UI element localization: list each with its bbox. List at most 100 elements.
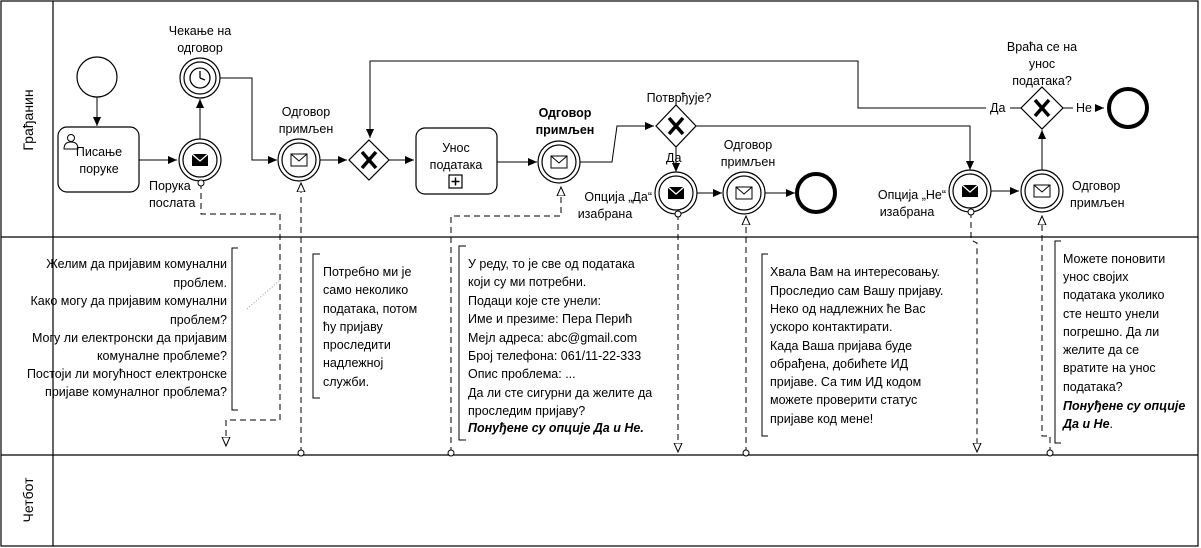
event-label: Опција „Да“ [584,190,652,204]
task-label: поруке [79,162,118,176]
exclusive-gateway-confirm [655,104,697,148]
annotation-line: Проследио сам Вашу пријаву. [770,284,943,298]
event-label: примљен [1070,196,1125,210]
annotation-line: можете проверити статус [770,393,917,407]
lane-label-citizen: Грађанин [20,89,36,150]
annotation-line: пријаве. Са тим ИД кодом [770,375,921,389]
message-send-event-yes [654,171,698,215]
annotation-line: вратите на унос [1063,361,1156,375]
annotation-line: желите да се [1063,343,1139,357]
end-event-1 [795,172,837,214]
envelope-icon [1033,184,1051,198]
task-label: Унос [442,141,469,155]
annotation-line: обрађена, добићете ИД [770,357,909,371]
annotation-line: Хвала Вам на интересовању. [770,265,940,279]
annotation-line: података, потом [323,302,417,316]
event-label: Чекање на [169,24,231,38]
annotation-5: Можете поновити унос својих података уко… [1054,240,1185,444]
message-send-event-1 [178,138,222,182]
annotation-line: података? [1063,380,1123,394]
end-event-2 [1107,87,1149,129]
annotation-line: Подаци које сте унели: [468,294,601,308]
annotation-line: У реду, то је све од података [468,257,635,271]
annotation-line: само неколико [323,283,408,297]
annotation-line: надлежној [323,356,383,370]
gateway-label: Потврђује? [647,91,712,105]
message-flows [201,183,1050,453]
event-label: Одговор [1072,179,1120,193]
event-label: одговор [177,41,223,55]
exclusive-gateway-merge [348,139,390,181]
annotation-line: комуналне проблеме? [97,349,227,363]
annotation-line: Неко од надлежних ће Вас [770,302,926,316]
envelope-filled-icon [667,186,685,200]
annotation-line: Име и презиме: Пера Перић [468,312,632,326]
annotation-line: сте нешто унели [1063,307,1159,321]
annotation-line: служби. [323,375,369,389]
annotation-line: проблем. [173,276,227,290]
message-catch-event-4 [1020,169,1064,213]
annotation-3: У реду, то је све од података који су ми… [458,245,652,441]
annotation-1: Желим да пријавим комунални проблем. Как… [27,247,238,411]
event-label: Опција „Не“ [878,188,946,202]
annotation-2: Потребно ми је само неколико података, п… [312,253,417,399]
gateway-label: Враћа се на [1007,40,1077,54]
task-write-message: Писање поруке [57,126,140,193]
expand-plus-icon [448,174,463,189]
annotation-line: Број телефона: 061/11-22-333 [468,349,641,363]
annotation-4: Хвала Вам на интересовању. Проследио сам… [761,253,943,437]
envelope-filled-icon [191,153,209,167]
annotation-line: Мејл адреса: abc@gmail.com [468,331,637,345]
envelope-icon [735,186,753,200]
annotation-line: Можете поновити [1063,252,1165,266]
annotation-line: Потребно ми је [323,265,411,279]
flow-label-yes: Да [666,151,681,165]
annotation-line: Желим да пријавим комунални [46,257,227,271]
annotation-line: Како могу да пријавим комунални [30,294,227,308]
event-label: послата [149,196,196,210]
annotation-line: проследити [323,338,391,352]
gateway-label: унос [1029,57,1055,71]
user-icon [63,134,79,150]
message-catch-event-2 [537,140,581,184]
event-label: примљен [279,122,334,136]
message-catch-event-3 [722,171,766,215]
annotation-line: погрешно. Да ли [1063,325,1159,339]
event-label: примљен [536,123,595,137]
annotation-line: проблем? [170,313,227,327]
annotation-line: Могу ли електронски да пријавим [32,331,227,345]
annotation-line: који су ми потребни. [468,275,586,289]
annotation-line: ускоро контактирати. [770,320,892,334]
annotation-line: Постоји ли могућност електронске [27,367,227,381]
event-label: Одговор [282,105,330,119]
annotation-line: ћу пријаву [323,320,383,334]
task-label: Писање [76,145,122,159]
start-event [76,56,118,98]
flow-label-yes: Да [990,101,1005,115]
annotation-line: података уколико [1063,288,1165,302]
gateway-label: података? [1012,74,1072,88]
annotation-line: Понуђене су опције Да и Не. [468,421,644,435]
clock-icon [189,67,211,89]
annotation-period: . [1110,417,1113,431]
event-label: Одговор [724,138,772,152]
event-label: Одговор [539,106,592,120]
envelope-icon [550,155,568,169]
subprocess-enter-data: Унос података [415,127,498,195]
annotation-line: Када Ваша пријава буде [770,339,912,353]
flow-label-no: Не [1076,101,1092,115]
annotation-line: пријаве код мене! [770,412,873,426]
event-label: изабрана [578,207,633,221]
envelope-filled-icon [961,184,979,198]
annotation-line: Да и Не. [1062,417,1113,431]
exclusive-gateway-return [1020,86,1064,130]
annotation-line: Да ли сте сигурни да желите да [468,386,652,400]
annotation-line: Понуђене су опције [1063,399,1185,413]
annotation-line: проследим пријаву? [468,404,585,418]
lane-label-chatbot: Четбот [20,477,36,523]
timer-event [179,57,221,99]
annotation-line: пријаве комуналног проблема? [45,385,227,399]
task-label: података [430,158,483,172]
envelope-icon [290,153,308,167]
